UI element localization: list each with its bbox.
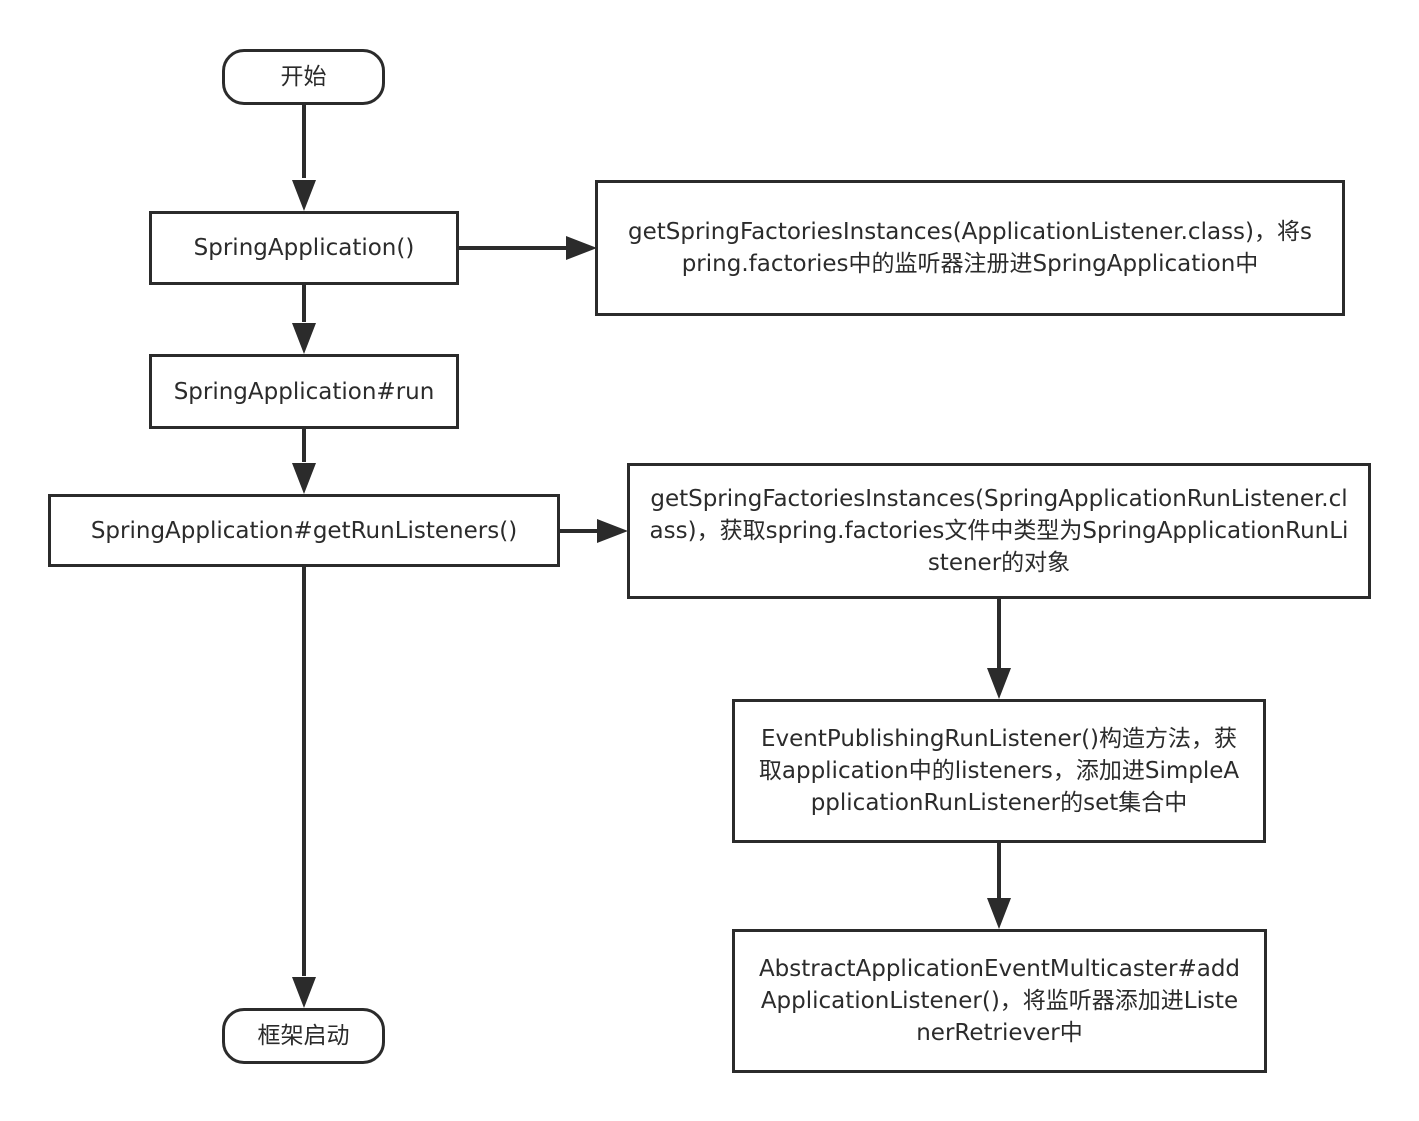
event-publishing-run-listener-node: EventPublishingRunListener()构造方法，获取appli… <box>732 699 1266 843</box>
arrowhead <box>292 180 316 211</box>
get-factories-application-listener-label: getSpringFactoriesInstances(ApplicationL… <box>627 219 1312 277</box>
get-factories-run-listener-label: getSpringFactoriesInstances(SpringApplic… <box>649 486 1349 576</box>
spring-application-run-label: SpringApplication#run <box>173 378 435 405</box>
spring-application-run-node: SpringApplication#run <box>149 354 459 429</box>
arrowhead <box>292 977 316 1008</box>
add-application-listener-label: AbstractApplicationEventMulticaster#addA… <box>758 956 1241 1046</box>
get-factories-application-listener-node: getSpringFactoriesInstances(ApplicationL… <box>595 180 1345 316</box>
spring-application-constructor-label: SpringApplication() <box>193 235 415 261</box>
arrowhead <box>292 463 316 494</box>
get-run-listeners-node: SpringApplication#getRunListeners() <box>48 494 560 567</box>
framework-started-label: 框架启动 <box>257 1023 350 1049</box>
add-application-listener-node: AbstractApplicationEventMulticaster#addA… <box>732 929 1267 1073</box>
get-factories-run-listener-node: getSpringFactoriesInstances(SpringApplic… <box>627 463 1371 599</box>
framework-started-node: 框架启动 <box>222 1008 385 1064</box>
start-label: 开始 <box>280 64 327 90</box>
event-publishing-run-listener-label: EventPublishingRunListener()构造方法，获取appli… <box>758 726 1240 816</box>
start-node: 开始 <box>222 49 385 105</box>
get-run-listeners-label: SpringApplication#getRunListeners() <box>90 517 518 544</box>
arrowhead <box>566 236 597 260</box>
arrowhead <box>597 519 628 543</box>
arrowhead <box>987 668 1011 699</box>
spring-application-constructor-node: SpringApplication() <box>149 211 459 285</box>
arrowhead <box>292 323 316 354</box>
arrowhead <box>987 898 1011 929</box>
